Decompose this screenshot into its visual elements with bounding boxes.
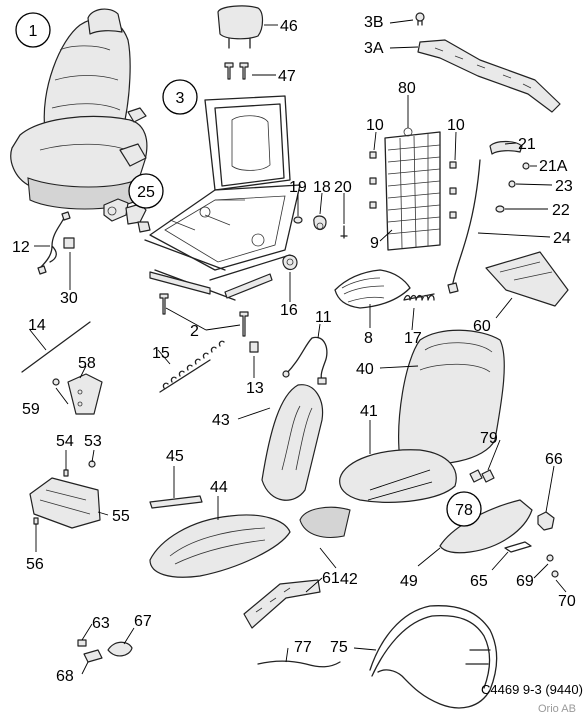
small-parts-center-drawing [293,215,348,239]
label-10-right: 10 [447,117,465,134]
label-77: 77 [294,639,312,656]
label-61-visible: 61 [322,570,340,587]
label-44: 44 [210,479,228,496]
wire-mat-drawing [334,269,435,309]
label-21a: 21A [539,158,568,175]
label-63: 63 [92,615,110,632]
label-20: 20 [334,179,352,196]
label-53: 53 [84,433,102,450]
label-10-left: 10 [366,117,384,134]
wiring-harness-drawing [369,605,498,709]
spring-drawing [159,340,225,393]
label-66: 66 [545,451,563,468]
heating-pad-drawing [149,514,291,578]
label-30: 30 [60,290,78,307]
spring-mat-drawing [384,127,441,251]
label-41: 41 [360,403,378,420]
label-78: 78 [455,502,473,519]
label-17: 17 [404,330,422,347]
label-59: 59 [22,401,40,418]
label-12: 12 [12,239,30,256]
label-13: 13 [246,380,264,397]
seat-panel-drawing [261,384,324,501]
seat-side-trim-drawing [439,499,559,578]
label-1: 1 [29,23,38,40]
harness-drawing [37,211,75,275]
callout-circle-78: 78 [446,491,482,527]
label-2: 2 [190,323,199,340]
label-3b: 3B [364,14,384,31]
small-parts-bottom-drawing [77,639,133,663]
rail-bracket-drawing [415,12,561,113]
label-46: 46 [280,18,298,35]
sensor-strip-drawing [149,495,203,509]
seat-bracket-drawing [29,460,101,529]
callout-circle-3: 3 [162,79,198,115]
cable-drawing [447,159,481,294]
seat-cushion-drawing [299,449,495,538]
label-18: 18 [313,179,331,196]
side-trim-drawing [485,251,569,307]
label-58: 58 [78,355,96,372]
label-55: 55 [112,508,130,525]
rod-drawing [21,321,103,415]
label-9: 9 [370,235,379,252]
wire-77-drawing [257,660,341,668]
label-60: 60 [473,318,491,335]
back-cushion-drawing [398,329,505,465]
label-65: 65 [470,573,488,590]
label-45: 45 [166,448,184,465]
knob-drawing [282,254,298,271]
label-19: 19 [289,179,307,196]
label-40: 40 [356,361,374,378]
label-80: 80 [398,80,416,97]
label-68: 68 [56,668,74,685]
cap-13-drawing [249,341,259,353]
seat-rail-bracket-drawing [243,579,321,629]
clips-drawing [369,151,457,219]
label-3: 3 [176,90,185,107]
seat-frame-drawing [144,95,301,301]
label-79: 79 [480,430,498,447]
label-22: 22 [552,202,570,219]
label-14: 14 [28,317,46,334]
label-42: 42 [340,571,358,588]
headrest-drawing [217,5,264,49]
label-16: 16 [280,302,298,319]
label-3a: 3A [364,40,384,57]
label-75: 75 [330,639,348,656]
label-25: 25 [137,184,155,201]
label-11: 11 [315,309,332,326]
label-24: 24 [553,230,571,247]
label-21: 21 [518,136,536,153]
label-15: 15 [152,345,170,362]
label-49: 49 [400,573,418,590]
figure-code: C4469 9-3 (9440) [481,682,583,697]
label-8: 8 [364,330,373,347]
label-70: 70 [558,593,576,610]
complete-seat-drawing [10,8,148,210]
headrest-guides-drawing [224,62,249,80]
callout-circle-1: 1 [15,12,51,48]
label-47: 47 [278,68,296,85]
motor-drawing [103,198,151,233]
bolts-drawing [159,293,249,337]
cable-11-drawing [282,336,328,385]
label-43: 43 [212,412,230,429]
small-parts-right-drawing [489,140,530,213]
label-23: 23 [555,178,573,195]
callout-circle-25: 25 [128,173,164,209]
label-56: 56 [26,556,44,573]
credit-text: Orio AB [538,703,576,715]
label-69: 69 [516,573,534,590]
label-54: 54 [56,433,74,450]
label-67: 67 [134,613,152,630]
leader-lines [29,19,567,675]
